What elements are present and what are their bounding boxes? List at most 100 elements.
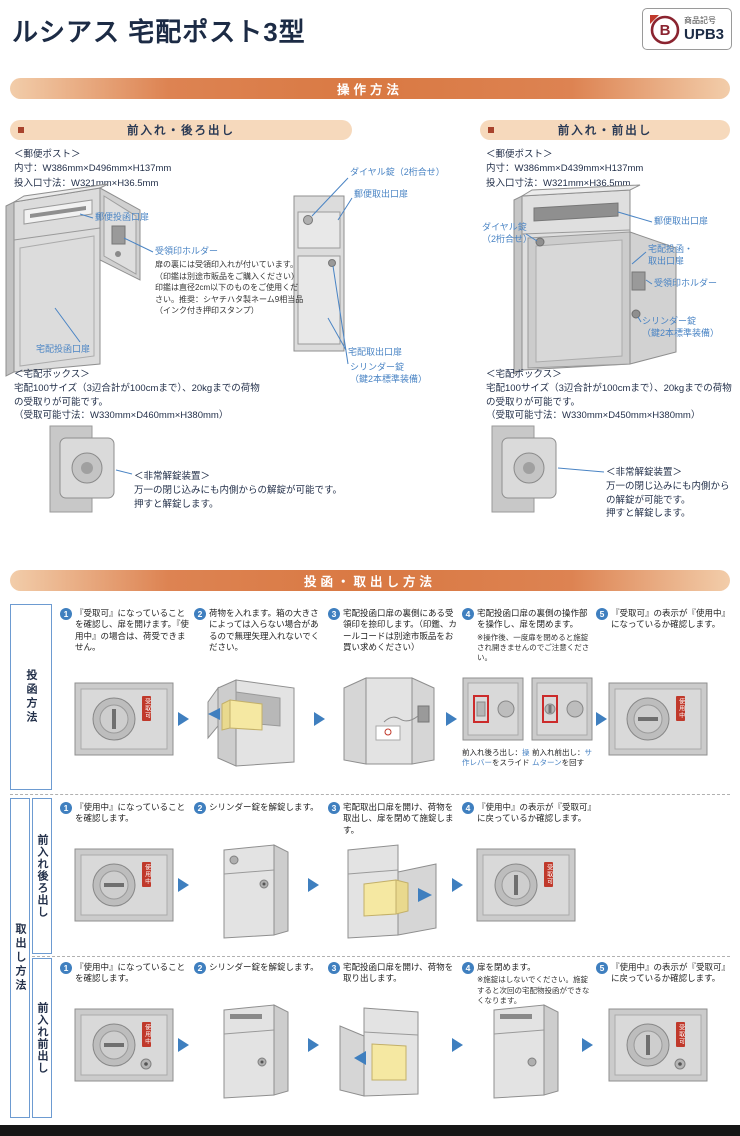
dial-panel-icon (74, 848, 174, 922)
caption-prefix: 前入れ後ろ出し： (462, 748, 522, 757)
step-front-2: 2 シリンダー錠を解錠します。 (194, 962, 324, 974)
step-arrow-icon (178, 878, 189, 892)
step-arrow-icon (582, 1038, 593, 1052)
illustration-status-panel: 受取可 (476, 848, 576, 922)
footer-bar (0, 1125, 740, 1136)
callout-mail-in-door: 郵便投函口扉 (95, 212, 150, 222)
parcel-line2: 取出口扉 (648, 255, 685, 266)
step-number-badge: 2 (194, 608, 206, 620)
callout-parcel-in-door: 宅配投函口扉 (36, 344, 91, 354)
step-post-2: 2 荷物を入れます。箱の大きさによっては入らない場合があるので無理矢理入れないで… (194, 608, 324, 654)
caption-prefix: 前入れ前出し： (532, 748, 585, 757)
step-text: 宅配投函口扉を開け、荷物を取り出します。 (343, 962, 454, 984)
postbox-front-out-diagram (491, 184, 677, 513)
postbox-rear-out-diagram (5, 177, 353, 513)
dial-panel-icon (608, 682, 708, 756)
subheader-rear-out-label: 前入れ・後ろ出し (127, 125, 235, 137)
illustration-status-panel: 使用中 (608, 682, 708, 756)
spec-slot-dims: 投入口寸法：W321mm×H36.5mm (486, 177, 631, 189)
illustration-status-panel: 受取可 (74, 682, 174, 756)
row-divider (10, 794, 730, 795)
stamp-holder-note: 扉の裏には受領印入れが付いています。（印鑑は別途市販品をご購入ください）印鑑は直… (155, 260, 304, 316)
subheader-bullet-icon (488, 127, 494, 133)
side-label-posting: 投函方法 (10, 604, 52, 790)
illustration-stamp-receipt (334, 668, 444, 770)
cylinder-line2: （鍵2本標準装備） (642, 327, 720, 338)
step-arrow-icon (596, 712, 607, 726)
cylinder-line1: シリンダー錠 (642, 316, 697, 326)
section-usage-header: 投函・取出し方法 (10, 570, 730, 591)
brand-b-icon: B (650, 15, 680, 45)
spec-inner-dims: 内寸：W386mm×D439mm×H137mm (486, 163, 644, 175)
cabinet-insert-icon (207, 679, 295, 767)
cabinet-rear-icon (223, 844, 289, 939)
step-arrow-icon (314, 712, 325, 726)
callout-cylinder-lock: シリンダー錠 （鍵2本標準装備） (642, 316, 719, 339)
operation-panels-icon (462, 677, 593, 741)
step-number-badge: 4 (462, 608, 474, 620)
status-tag: 使用中 (142, 1022, 151, 1047)
parcel-box-specs-left: ＜宅配ボックス＞ 宅配100サイズ（3辺合計が100cmまで）、20kgまでの荷… (14, 368, 266, 423)
product-symbol-label: 商品記号 (684, 16, 716, 25)
status-tag: 使用中 (676, 696, 685, 721)
emergency-line1: 万一の閉じ込みにも内側からの解錠が可能です。 (606, 480, 730, 506)
step-number-badge: 3 (328, 802, 340, 814)
callout-dial-lock: ダイヤル錠（2桁合せ） (350, 167, 445, 177)
illustration-status-panel: 使用中 (74, 1008, 174, 1082)
parcel-box-specs-right: ＜宅配ボックス＞ 宅配100サイズ（3辺合計が100cmまで）、20kgまでの荷… (486, 368, 732, 423)
callout-mail-out-door: 郵便取出口扉 (354, 189, 409, 199)
emergency-line2: 押すと解錠します。 (606, 508, 691, 520)
illustration-operation-parts (462, 674, 594, 746)
step-arrow-icon (452, 1038, 463, 1052)
step-rear-4: 4 『使用中』の表示が『受取可』に戻っているか確認します。 (462, 802, 592, 825)
emergency-heading: ＜非常解錠装置＞ (606, 467, 683, 478)
svg-text:B: B (660, 22, 671, 39)
step-number-badge: 3 (328, 608, 340, 620)
step-text: 宅配投函口扉の裏側の操作部を操作し、扉を閉めます。 (477, 608, 588, 630)
spec-heading: ＜郵便ポスト＞ (14, 149, 81, 160)
step-arrow-icon (308, 1038, 319, 1052)
step-rear-2: 2 シリンダー錠を解錠します。 (194, 802, 324, 814)
illustration-takeout-parcel (334, 996, 446, 1102)
status-tag: 受取可 (544, 862, 553, 887)
spec-inner-dims: 内寸：W386mm×D496mm×H137mm (14, 163, 172, 175)
cabinet-open-rear-icon (347, 844, 437, 939)
step-text: 宅配取出口扉を開け、荷物を取出し、扉を閉めて施錠します。 (343, 802, 454, 835)
caption-suffix: を回す (561, 757, 585, 767)
illustration-takeout-parcel (334, 836, 446, 942)
step-number-badge: 5 (596, 608, 608, 620)
illustration-insert-parcel (202, 668, 310, 770)
step-arrow-icon (178, 1038, 189, 1052)
callout-mail-out-door: 郵便取出口扉 (654, 216, 709, 226)
caption-highlight: サムターン (532, 748, 592, 767)
emergency-line1: 万一の閉じ込みにも内側からの解錠が可能です。 (134, 484, 343, 496)
illustration-status-panel: 受取可 (608, 1008, 708, 1082)
cylinder-line2: （鍵2本標準装備） (350, 373, 428, 384)
step-number-badge: 4 (462, 962, 474, 974)
status-tag: 使用中 (142, 862, 151, 887)
step-number-badge: 2 (194, 962, 206, 974)
side-label-takeout: 取出し方法 (10, 798, 30, 1118)
mail-post-specs-left: ＜郵便ポスト＞ 内寸：W386mm×D496mm×H137mm 投入口寸法：W3… (14, 148, 171, 191)
step-text: 『使用中』の表示が『受取可』に戻っているか確認します。 (611, 962, 726, 984)
cabinet-front-icon (493, 1004, 559, 1099)
step-number-badge: 2 (194, 802, 206, 814)
step-text: シリンダー錠を解錠します。 (209, 802, 319, 812)
step-arrow-icon (452, 878, 463, 892)
subheader-front-out: 前入れ・前出し (480, 120, 730, 140)
step-post-4: 4 宅配投函口扉の裏側の操作部を操作し、扉を閉めます。 ※操作後、一度扉を閉める… (462, 608, 592, 663)
emergency-release-left: ＜非常解錠装置＞ 万一の閉じ込みにも内側からの解錠が可能です。 押すと解錠します… (134, 470, 364, 511)
caption-rear-slide: 前入れ後ろ出し：操作レバーをスライド (462, 748, 530, 768)
callout-dial-lock: ダイヤル錠 （2桁合せ） (482, 222, 532, 245)
subheader-rear-out: 前入れ・後ろ出し (10, 120, 352, 140)
step-note: ※施錠はしないでください。施錠すると次回の宅配物投函ができなくなります。 (477, 975, 590, 1005)
step-number-badge: 1 (60, 608, 72, 620)
step-text: 『受取可』になっていることを確認し、扉を開けます。『使用中』の場合は、荷受できま… (75, 608, 189, 653)
subheader-bullet-icon (18, 127, 24, 133)
brand-logo: B 商品記号 UPB3 (642, 8, 732, 50)
cabinet-open-front-icon (339, 1007, 419, 1097)
illustration-close-door (478, 996, 570, 1102)
status-tag: 受取可 (142, 696, 151, 721)
step-number-badge: 1 (60, 962, 72, 974)
